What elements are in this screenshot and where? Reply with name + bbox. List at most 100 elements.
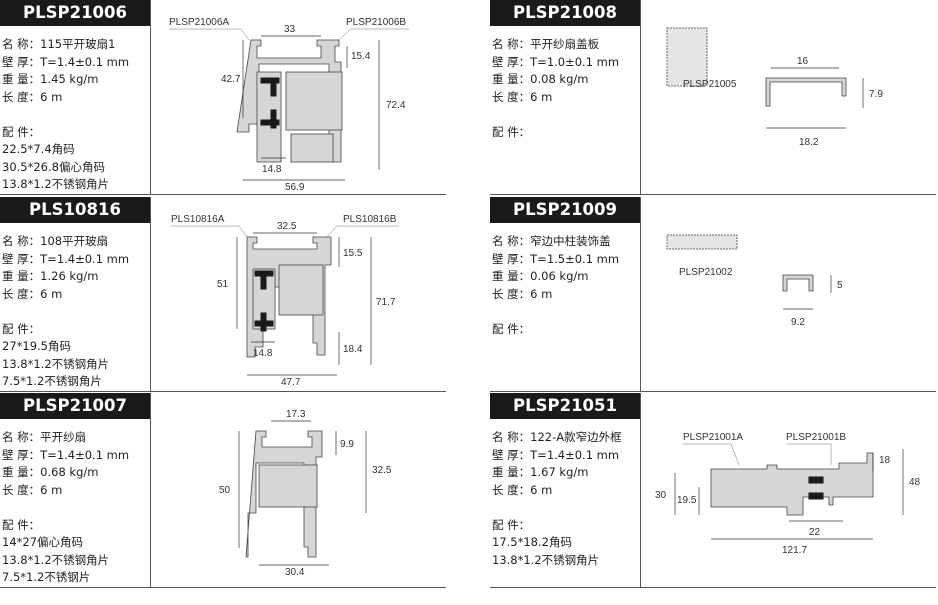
product-card-plsp21007: PLSP21007 名 称：平开纱扇 壁 厚：T=1.4±0.1 mm 重 量：… (0, 393, 446, 588)
drawing-area: PLS10816A PLS10816B 32.5 15.5 51 71.7 14… (150, 197, 447, 392)
dim-label: 32.5 (372, 465, 392, 476)
spec-name: 名 称：窄边中柱装饰盖 (492, 234, 611, 248)
label-b: PLSP21006B (346, 17, 406, 28)
label-a: PLS10816A (171, 214, 225, 225)
product-code: PLSP21051 (490, 393, 640, 419)
parts-label: 配 件： (492, 321, 531, 336)
dim-label: 18 (879, 455, 891, 466)
spec-length: 长 度：6 m (492, 482, 553, 497)
dim-label: 16 (797, 56, 809, 67)
dim-label: 72.4 (386, 100, 406, 111)
label-a: PLSP21006A (169, 17, 229, 28)
drawing-area: 17.3 9.9 32.5 50 30.4 (150, 393, 447, 588)
drawing-area: PLSP21006A PLSP21006B 33 15.4 42.7 72.4 … (150, 0, 447, 195)
profile-drawing: PLSP21001A PLSP21001B 18 48 30 19.5 22 1… (655, 432, 921, 556)
dim-label: 56.9 (285, 182, 305, 193)
spec-thickness: 壁 厚：T=1.4±0.1 mm (2, 447, 130, 462)
spec-name: 名 称：115平开玻扇1 (2, 37, 116, 51)
product-card-plsp21009: PLSP21009 名 称：窄边中柱装饰盖 壁 厚：T=1.5±0.1 mm 重… (490, 197, 936, 392)
part-item: 13.8*1.2不锈钢角片 (2, 177, 110, 191)
profile-drawing: PLSP21006A PLSP21006B 33 15.4 42.7 72.4 … (169, 17, 409, 193)
parts-label: 配 件： (2, 321, 41, 336)
part-item: 13.8*1.2不锈钢角片 (2, 552, 110, 567)
part-item: 17.5*18.2角码 (492, 535, 572, 549)
spec-weight: 重 量：1.26 kg/m (2, 269, 99, 283)
part-item: 14*27偏心角码 (2, 535, 84, 549)
dim-label: 9.2 (791, 317, 805, 328)
profile-shape (710, 452, 874, 516)
spec-length: 长 度：6 m (2, 89, 63, 104)
spec-thickness: 壁 厚：T=1.4±0.1 mm (2, 251, 130, 266)
parts-label: 配 件： (2, 124, 41, 139)
spec-weight: 重 量：0.08 kg/m (492, 72, 589, 86)
drawing-area: PLSP21002 5 9.2 (640, 197, 937, 392)
spec-length: 长 度：6 m (2, 286, 63, 301)
dim-label: 14.8 (262, 164, 282, 175)
gasket (260, 77, 280, 84)
profile-drawing: PLS10816A PLS10816B 32.5 15.5 51 71.7 14… (171, 214, 399, 388)
label-b: PLSP21001B (786, 432, 846, 443)
dim-label: 33 (284, 24, 296, 35)
product-code: PLSP21008 (490, 0, 640, 26)
spec-length: 长 度：6 m (2, 482, 63, 497)
dim-label: 17.3 (286, 409, 306, 420)
spec-length: 长 度：6 m (492, 286, 553, 301)
spec-name: 名 称：平开纱扇盖板 (492, 37, 600, 51)
dim-label: 19.5 (677, 495, 697, 506)
parts-label: 配 件： (2, 517, 41, 532)
dim-label: 30.4 (285, 567, 305, 578)
spec-list: 名 称：平开纱扇 壁 厚：T=1.4±0.1 mm 重 量：0.68 kg/m … (2, 429, 129, 587)
spec-list: 名 称：115平开玻扇1 壁 厚：T=1.4±0.1 mm 重 量：1.45 k… (2, 36, 129, 194)
spec-thickness: 壁 厚：T=1.5±0.1 mm (492, 251, 620, 266)
dim-label: 71.7 (376, 297, 396, 308)
dim-label: 18.2 (799, 137, 819, 148)
part-item: 7.5*1.2不锈钢角片 (2, 374, 102, 388)
spec-list: 名 称：平开纱扇盖板 壁 厚：T=1.0±0.1 mm 重 量：0.08 kg/… (492, 36, 619, 141)
spec-name: 名 称：122-A款窄边外框 (492, 430, 622, 444)
part-item: 7.5*1.2不锈钢片 (2, 570, 91, 584)
parts-label: 配 件： (492, 517, 531, 532)
spec-name: 名 称：平开纱扇 (2, 430, 87, 444)
spec-weight: 重 量：0.06 kg/m (492, 269, 589, 283)
spec-length: 长 度：6 m (492, 89, 553, 104)
dim-label: 15.4 (351, 51, 371, 62)
profile-shape (782, 274, 814, 292)
profile-shape (245, 430, 323, 558)
spec-name: 名 称：108平开玻扇 (2, 234, 109, 248)
dim-label: 51 (217, 279, 229, 290)
part-item: 30.5*26.8偏心角码 (2, 159, 105, 174)
part-item: 22.5*7.4角码 (2, 142, 75, 156)
dim-label: 18.4 (343, 344, 363, 355)
product-card-plsp21051: PLSP21051 名 称：122-A款窄边外框 壁 厚：T=1.4±0.1 m… (490, 393, 936, 588)
dim-label: 15.5 (343, 248, 363, 259)
product-card-pls10816: PLS10816 名 称：108平开玻扇 壁 厚：T=1.4±0.1 mm 重 … (0, 197, 446, 392)
ref-label: PLSP21002 (679, 267, 733, 278)
drawing-area: PLSP21001A PLSP21001B 18 48 30 19.5 22 1… (640, 393, 937, 588)
product-card-plsp21008: PLSP21008 名 称：平开纱扇盖板 壁 厚：T=1.0±0.1 mm 重 … (490, 0, 936, 195)
label-a: PLSP21001A (683, 432, 743, 443)
parts-label: 配 件： (492, 124, 531, 139)
drawing-area: PLSP21005 16 7.9 18.2 (640, 0, 937, 195)
product-card-plsp21006: PLSP21006 名 称：115平开玻扇1 壁 厚：T=1.4±0.1 mm … (0, 0, 446, 195)
dim-label: 30 (655, 490, 667, 501)
spec-thickness: 壁 厚：T=1.0±0.1 mm (492, 54, 620, 69)
dim-label: 48 (909, 477, 921, 488)
spec-list: 名 称：108平开玻扇 壁 厚：T=1.4±0.1 mm 重 量：1.26 kg… (2, 233, 129, 391)
gasket (808, 476, 824, 484)
product-code: PLSP21007 (0, 393, 150, 419)
dim-label: 50 (219, 485, 231, 496)
dim-label: 9.9 (340, 439, 354, 450)
spec-weight: 重 量：1.45 kg/m (2, 72, 99, 86)
spec-thickness: 壁 厚：T=1.4±0.1 mm (492, 447, 620, 462)
part-item: 13.8*1.2不锈钢角片 (2, 356, 110, 371)
spec-list: 名 称：122-A款窄边外框 壁 厚：T=1.4±0.1 mm 重 量：1.67… (492, 429, 622, 569)
profile-drawing: 17.3 9.9 32.5 50 30.4 (219, 409, 392, 578)
dim-label: 14.8 (253, 348, 273, 359)
part-item: 27*19.5角码 (2, 339, 71, 353)
dim-label: 22 (809, 527, 821, 538)
product-code: PLS10816 (0, 197, 150, 223)
dim-label: 7.9 (869, 89, 883, 100)
profile-drawing: PLSP21002 5 9.2 (666, 234, 843, 328)
spec-list: 名 称：窄边中柱装饰盖 壁 厚：T=1.5±0.1 mm 重 量：0.06 kg… (492, 233, 619, 338)
dim-label: 47.7 (281, 377, 301, 388)
